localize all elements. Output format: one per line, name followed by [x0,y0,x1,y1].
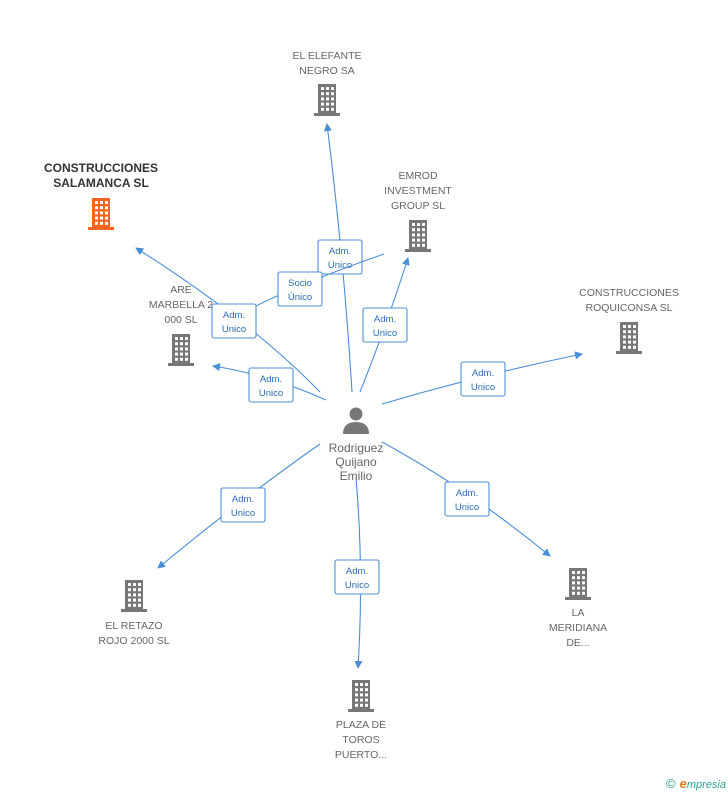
role-badge[interactable]: Adm. Unico [211,303,257,339]
company-label: ARE [170,284,192,296]
company-label: PLAZA DE [336,719,386,731]
role-badge[interactable]: Adm. Unico [248,367,294,403]
role-badge-text: Adm. [223,310,245,321]
company-label: DE... [566,637,589,649]
role-badge-text: Adm. [374,314,396,325]
edge-are-marbella: Adm. Unico [212,363,327,403]
company-label: PUERTO... [335,749,387,761]
person-label: Emilio [340,469,373,483]
company-label: INVESTMENT [384,185,452,197]
company-node-are-marbella[interactable]: ARE MARBELLA 2 000 SL [149,284,213,366]
edge-construcciones-roquiconsa: Adm. Unico [381,351,583,405]
company-label: ROJO 2000 SL [98,635,169,647]
company-label: EL ELEFANTE [292,50,361,62]
person-icon [343,407,369,434]
role-badge-box [211,303,257,339]
role-badge-text: Unico [471,382,495,393]
person-label: Rodriguez [329,441,384,455]
role-badge-text: Adm. [329,246,351,257]
building-icon [616,322,642,354]
footer-brand: ©empresia [666,776,726,791]
company-label: MERIDIANA [549,622,607,634]
edge-el-elefante: Adm. Unico [317,123,363,393]
edge-plaza-de-toros: Adm. Unico [334,477,380,669]
role-badge[interactable]: Adm. Unico [317,239,363,275]
role-badge-box [220,487,266,523]
edge-are-marbella: Adm. Unico [135,247,321,393]
role-badge-text: Adm. [456,488,478,499]
company-node-plaza-de-toros[interactable]: PLAZA DE TOROS PUERTO... [335,680,387,761]
role-badge-text: Unico [259,388,283,399]
building-icon [314,84,340,116]
role-badge-text: Unico [231,508,255,519]
building-icon [121,580,147,612]
company-label: EL RETAZO [105,620,162,632]
edge-la-meridiana: Adm. Unico [381,441,551,557]
role-badge-text: Socio [288,278,312,289]
role-badge[interactable]: Adm. Unico [220,487,266,523]
role-badge-box [362,307,408,343]
role-badge-text: Unico [455,502,479,513]
company-node-construcciones-roquiconsa[interactable]: CONSTRUCCIONES ROQUICONSA SL [579,287,679,354]
edges-layer: Adm.UnicoSocioÚnicoAdm.UnicoAdm.UnicoAdm… [135,123,583,669]
role-badge-box [334,559,380,595]
edge-emrod: Adm. Unico [359,257,410,393]
building-icon [348,680,374,712]
copyright-symbol: © [666,776,676,791]
company-label: CONSTRUCCIONES [579,287,679,299]
company-node-el-elefante[interactable]: EL ELEFANTE NEGRO SA [292,50,362,116]
role-badge[interactable]: Adm. Unico [444,481,490,517]
company-label: LA [572,607,585,619]
role-badge-box [444,481,490,517]
role-badge-box [277,271,323,307]
role-badge-text: Adm. [232,494,254,505]
role-badge-box [460,361,506,397]
brand-logo-text: mpresia [686,779,726,791]
company-node-emrod[interactable]: EMROD INVESTMENT GROUP SL [384,170,452,252]
role-badge-text: Unico [222,324,246,335]
company-label: GROUP SL [391,200,445,212]
role-badge-text: Adm. [260,374,282,385]
company-label: ROQUICONSA SL [586,302,673,314]
building-icon [88,198,114,230]
edge-el-retazo: Adm. Unico [157,443,321,569]
role-badge-text: Unico [328,260,352,271]
company-label: SALAMANCA SL [53,176,149,190]
building-icon [565,568,591,600]
role-badge[interactable]: Adm. Unico [362,307,408,343]
person-label: Quijano [335,455,377,469]
company-label: EMROD [398,170,438,182]
role-badge-text: Adm. [472,368,494,379]
company-node-la-meridiana[interactable]: LA MERIDIANA DE... [549,568,607,649]
company-node-el-retazo[interactable]: EL RETAZO ROJO 2000 SL [98,580,170,647]
company-label: NEGRO SA [299,65,354,77]
role-badge-box [248,367,294,403]
company-label: MARBELLA 2 [149,299,213,311]
role-badge[interactable]: Adm. Unico [460,361,506,397]
company-label: 000 SL [164,314,197,326]
company-label: TOROS [342,734,379,746]
role-badge-text: Adm. [346,566,368,577]
role-badge-text: Unico [373,328,397,339]
building-icon [405,220,431,252]
building-icon [168,334,194,366]
role-badge[interactable]: Adm. Unico [334,559,380,595]
role-badge-text: Único [288,292,312,303]
company-label: CONSTRUCCIONES [44,161,158,175]
brand-logo-e: e [679,776,687,791]
role-badge-text: Unico [345,580,369,591]
